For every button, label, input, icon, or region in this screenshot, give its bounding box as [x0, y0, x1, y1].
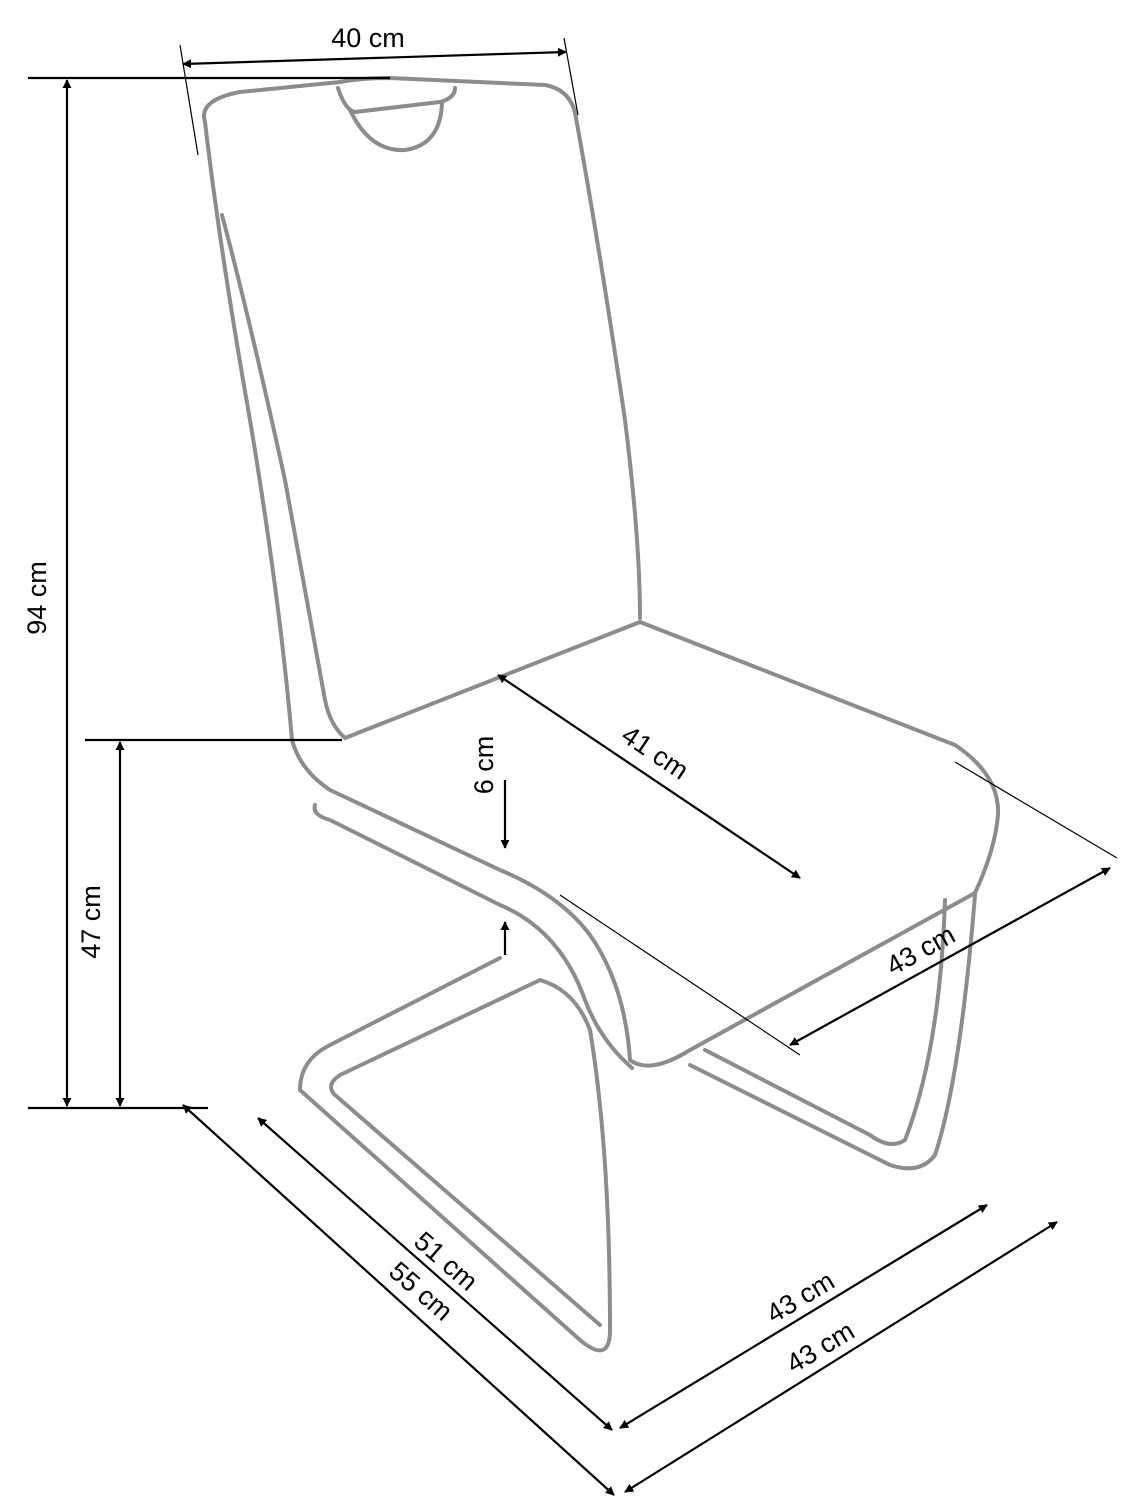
- total-height-label: 94 cm: [22, 561, 52, 635]
- base-width-outer-arrow: [624, 1221, 1058, 1493]
- backrest-outline: [202, 76, 642, 620]
- base-width-inner-arrow: [619, 1204, 988, 1429]
- dimension-arrows: [62, 47, 1111, 1496]
- seat-front: [328, 788, 977, 1068]
- width-top-label: 40 cm: [331, 23, 405, 53]
- extension-lines: [28, 37, 1118, 1110]
- base-depth-inner-arrow: [257, 1117, 613, 1431]
- backrest-left-side: [203, 120, 332, 792]
- dimension-labels: 40 cm 94 cm 47 cm 6 cm 41 cm 43 cm 51 cm…: [22, 23, 960, 1379]
- width-top-arrow: [182, 47, 567, 69]
- seat-depth-arrow: [497, 674, 801, 879]
- seat-underside: [312, 803, 634, 1070]
- seat-width-arrow: [789, 867, 1111, 1046]
- backrest-inner-edge: [220, 213, 347, 740]
- base-depth-outer-arrow: [182, 1104, 615, 1496]
- seat-top: [343, 620, 1001, 895]
- seat-thickness-label: 6 cm: [469, 736, 499, 795]
- handle-cutout: [336, 86, 457, 153]
- chair-drawing: [202, 76, 1001, 1353]
- seat-depth-label: 41 cm: [616, 720, 694, 786]
- seat-height-label: 47 cm: [76, 885, 106, 959]
